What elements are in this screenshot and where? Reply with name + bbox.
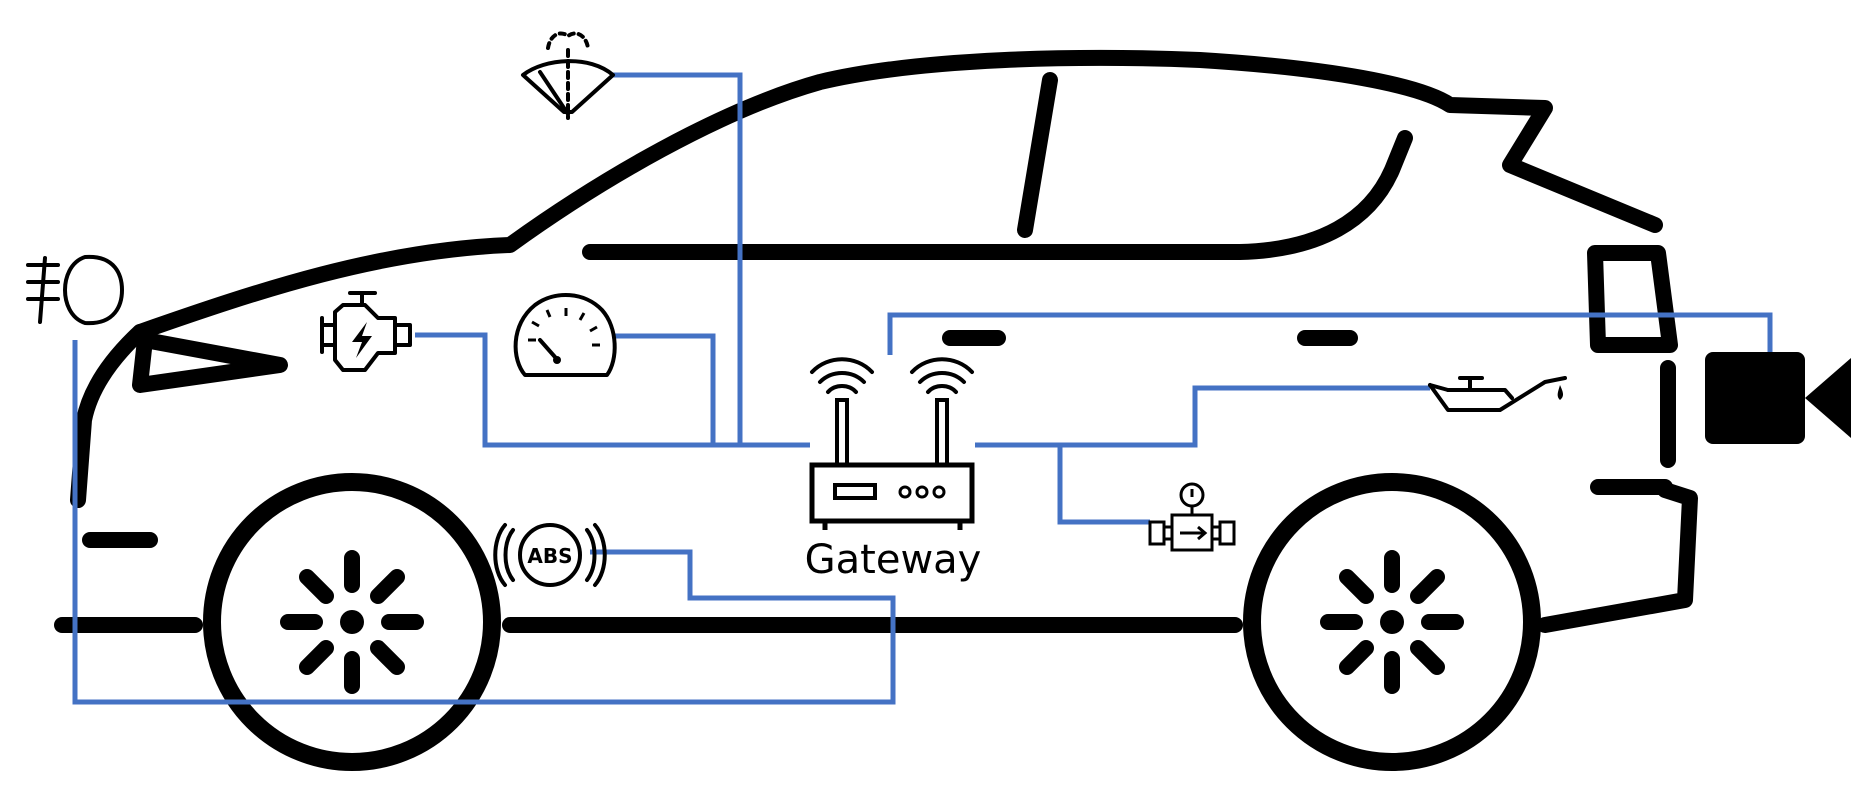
window-line <box>582 130 1413 260</box>
front-wheel <box>203 473 501 771</box>
gateway-label: Gateway <box>805 537 982 583</box>
video-camera-icon <box>1705 352 1851 444</box>
car-roof-outline <box>132 49 1663 340</box>
wire-washer <box>613 72 810 448</box>
engine-icon <box>320 291 412 372</box>
car-body <box>54 49 1698 633</box>
network-wiring <box>72 72 1773 705</box>
flow-meter-icon <box>1148 482 1236 552</box>
abs-icon: ABS <box>493 523 607 587</box>
windshield-washer-icon <box>521 31 615 120</box>
headlight-outline <box>132 332 288 393</box>
tail-light <box>1587 245 1678 353</box>
rear-lower-outline <box>1537 482 1698 633</box>
speedometer-icon <box>513 292 617 377</box>
b-pillar <box>1017 72 1058 238</box>
oil-can-icon <box>1428 376 1567 412</box>
wire-camera <box>887 312 1773 355</box>
fog-light-icon <box>26 254 124 326</box>
wire-engine <box>415 332 740 448</box>
car-nose-outline <box>70 324 148 508</box>
wire-flow-meter <box>1057 445 1150 525</box>
wire-speedometer <box>612 333 716 445</box>
router-icon <box>809 357 975 530</box>
rear-wheel <box>1243 473 1541 771</box>
wire-abs <box>72 340 896 705</box>
abs-label: ABS <box>527 544 572 568</box>
wire-oil <box>975 385 1430 448</box>
